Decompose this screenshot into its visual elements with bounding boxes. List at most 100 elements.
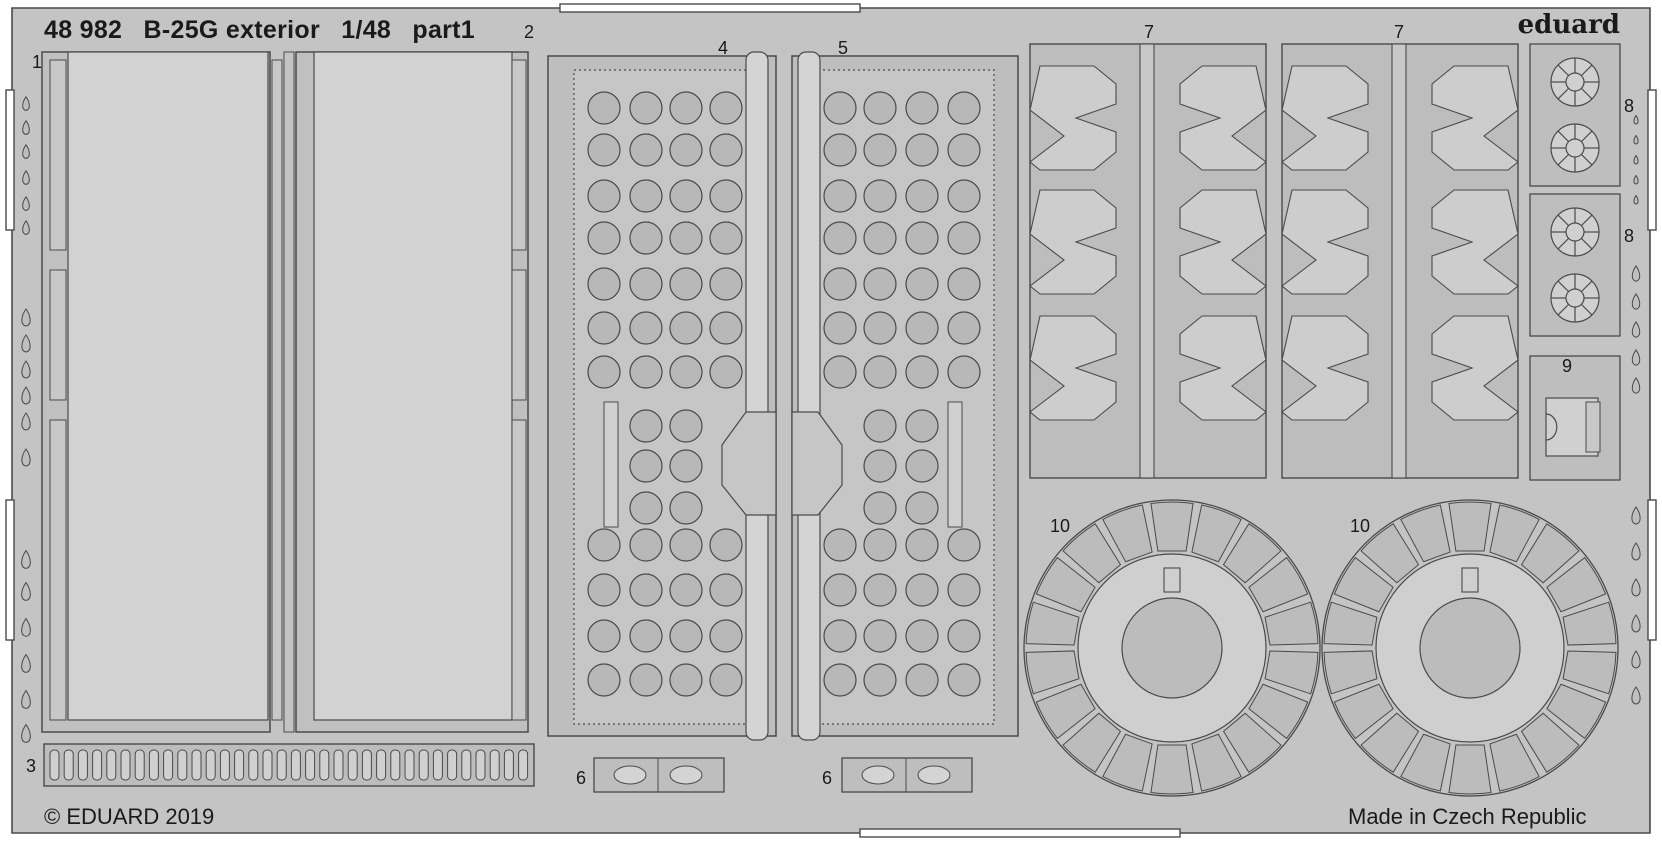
panel-hole xyxy=(587,355,621,389)
panel-hole xyxy=(905,619,939,653)
drop-shape xyxy=(1633,174,1639,185)
part-10-right-ring xyxy=(1321,499,1619,797)
strip-tooth xyxy=(234,749,245,781)
strip-tooth xyxy=(120,749,131,781)
panel-hole xyxy=(863,91,897,125)
panel-hole xyxy=(587,221,621,255)
part-number-10b: 10 xyxy=(1350,516,1371,536)
panel-hole xyxy=(587,91,621,125)
panel-hole xyxy=(863,221,897,255)
panel-hole xyxy=(709,311,743,345)
panel-hole xyxy=(709,179,743,213)
panel-hole xyxy=(863,449,897,483)
ring-blade xyxy=(1546,556,1607,613)
panel-hole xyxy=(947,133,981,167)
panel-hole xyxy=(905,573,939,607)
gear-spoke xyxy=(1557,237,1570,250)
ring-blade xyxy=(1062,712,1122,773)
drop-shape xyxy=(1633,114,1639,125)
strip-tooth xyxy=(290,749,301,781)
panel-hole xyxy=(669,528,703,562)
ring-blade xyxy=(1062,523,1122,584)
panel-hole xyxy=(587,528,621,562)
panel-hole xyxy=(905,311,939,345)
panel-hole xyxy=(669,267,703,301)
part-7-bracket xyxy=(1029,65,1117,171)
panel-hole xyxy=(629,528,663,562)
ring-blade xyxy=(1222,523,1282,584)
panel-hole xyxy=(587,573,621,607)
part-2-door xyxy=(295,51,529,733)
part-7-bracket xyxy=(1281,65,1369,171)
panel-hole xyxy=(823,311,857,345)
ring-blade xyxy=(1150,501,1194,552)
panel-hole xyxy=(905,221,939,255)
strip-tooth xyxy=(319,749,330,781)
catalog-number: 48 982 xyxy=(44,16,123,44)
panel-hole xyxy=(587,133,621,167)
drop-shape xyxy=(22,219,30,235)
drop-shape xyxy=(1631,321,1641,338)
part-7-right xyxy=(1281,43,1519,479)
panel-hole xyxy=(947,663,981,697)
panel-hole xyxy=(947,91,981,125)
panel-hole xyxy=(669,663,703,697)
panel-hole xyxy=(629,355,663,389)
panel-hole xyxy=(823,355,857,389)
ring-key xyxy=(1163,567,1181,593)
panel-hole xyxy=(863,179,897,213)
panel-hole xyxy=(947,179,981,213)
strip-tooth xyxy=(205,749,216,781)
panel-hole xyxy=(669,311,703,345)
panel-hole xyxy=(629,409,663,443)
panel-hole xyxy=(905,409,939,443)
ring-blade xyxy=(1489,504,1540,563)
panel-hole xyxy=(947,267,981,301)
part-4-panel xyxy=(547,51,777,741)
drop-shape xyxy=(1631,349,1641,366)
part-label: part1 xyxy=(412,16,476,44)
part-number-4: 4 xyxy=(718,38,729,58)
panel-hole xyxy=(629,133,663,167)
strip-tooth xyxy=(63,749,74,781)
panel-hole xyxy=(863,355,897,389)
gear-spoke xyxy=(1557,130,1570,143)
drop-shape xyxy=(21,723,31,743)
panel-hole xyxy=(629,573,663,607)
strip-tooth xyxy=(376,749,387,781)
panel-hole xyxy=(863,491,897,525)
panel-hole xyxy=(669,221,703,255)
panel-hole xyxy=(709,663,743,697)
drop-shape xyxy=(21,448,31,467)
strip-tooth xyxy=(77,749,88,781)
ring-hub xyxy=(1419,597,1521,699)
strip-tooth xyxy=(248,749,259,781)
part-number-10a: 10 xyxy=(1050,516,1071,536)
drop-shape xyxy=(21,360,31,379)
drop-shape xyxy=(22,143,30,159)
panel-hole xyxy=(863,528,897,562)
left-drop-column xyxy=(21,95,31,743)
gear-spoke xyxy=(1580,64,1593,77)
part-6-left xyxy=(593,757,725,793)
drop-shape xyxy=(22,95,30,111)
ring-blade xyxy=(1191,504,1242,563)
drop-shape xyxy=(22,169,30,185)
ring-blade xyxy=(1546,683,1607,740)
ring-blade xyxy=(1264,650,1319,695)
panel-hole xyxy=(709,355,743,389)
gear-spoke xyxy=(1580,214,1593,227)
panel-hole xyxy=(863,311,897,345)
gear-spoke xyxy=(1580,87,1593,100)
panel-hole xyxy=(629,91,663,125)
ring-blade xyxy=(1400,733,1451,792)
strip-tooth xyxy=(432,749,443,781)
drop-shape xyxy=(1633,194,1639,205)
panel-hole xyxy=(587,663,621,697)
panel-hole xyxy=(669,619,703,653)
panel-hole xyxy=(823,573,857,607)
ring-blade xyxy=(1150,744,1194,795)
strip-tooth xyxy=(92,749,103,781)
origin-note: Made in Czech Republic xyxy=(1348,804,1587,829)
